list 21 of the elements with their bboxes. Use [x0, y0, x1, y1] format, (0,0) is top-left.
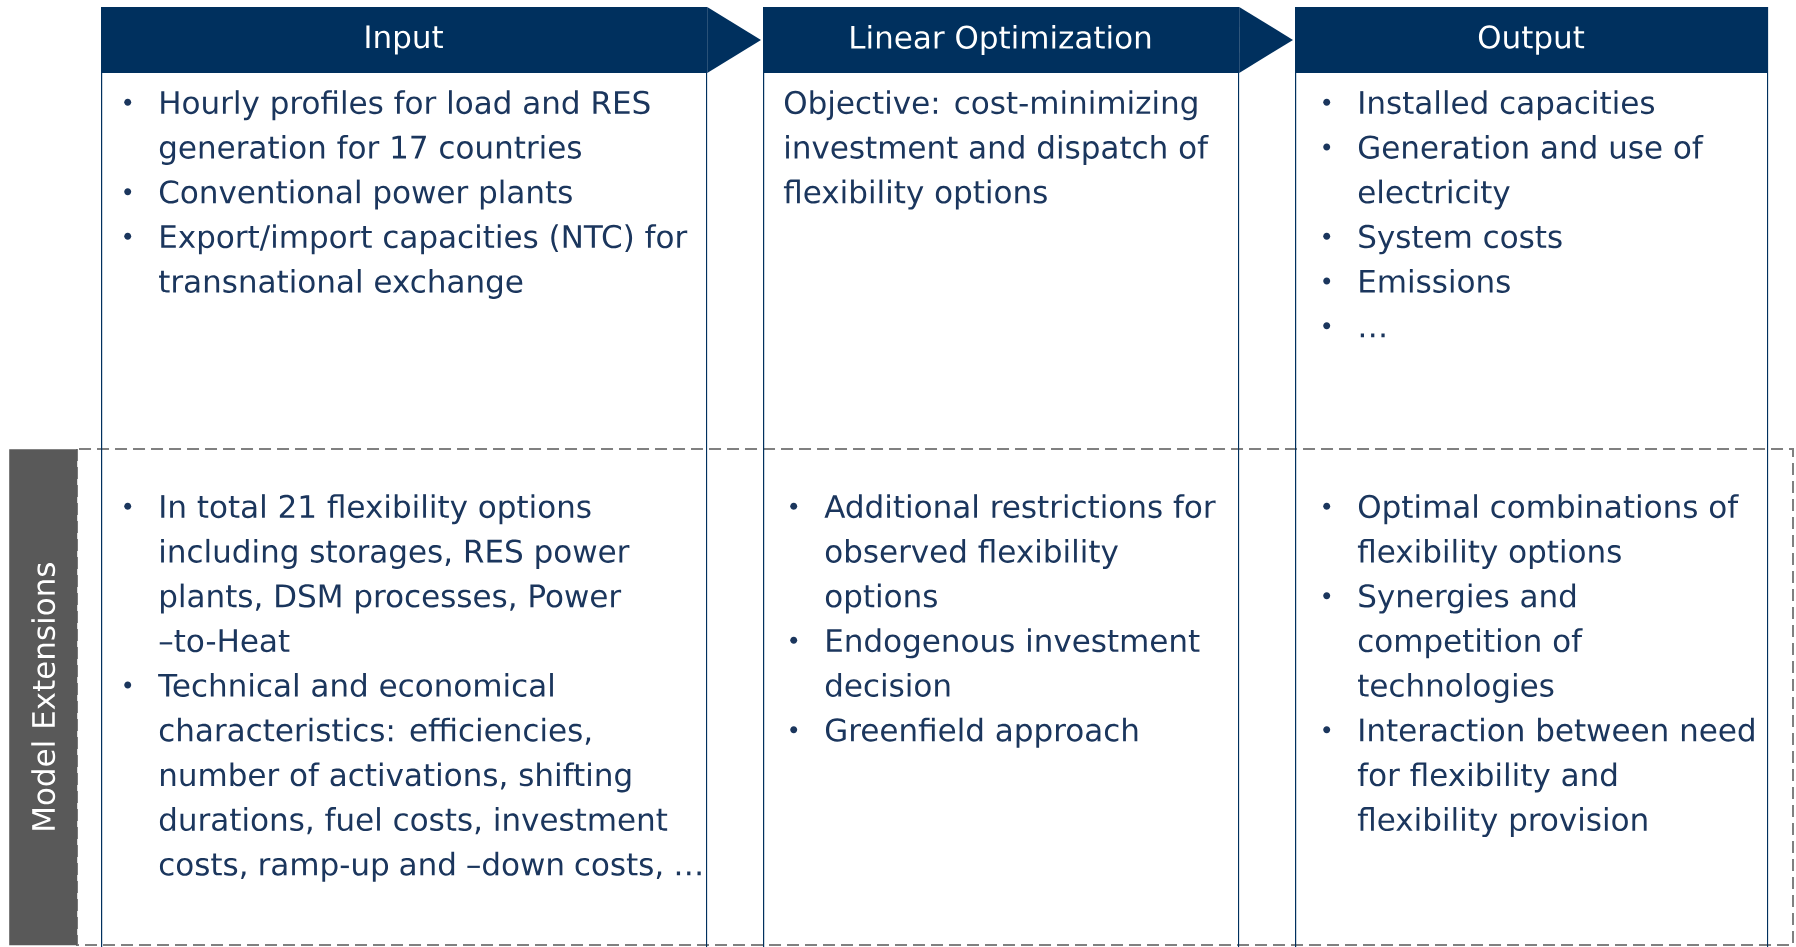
body-text: Objective: cost-minimizing investment and dispatch of flexibility options: [783, 90, 1209, 210]
bullet-item: Greenfield approach: [790, 717, 1138, 748]
bullet-item: System costs: [1323, 224, 1562, 255]
bullet-item: Synergies and competition of technologies: [1323, 583, 1583, 703]
chevron-arrow: [1239, 7, 1293, 73]
bullet-item: Installed capacities: [1323, 90, 1654, 121]
bullet-item: Interaction between need for flexibility and flexibility provision: [1323, 717, 1754, 838]
bullet-item: Technical and economical characteristics: efficiencies, number of activations, shifting durations, fuel costs, investment costs, ramp-up and –down costs, …: [124, 673, 701, 882]
bullet-item: Conventional power plants: [124, 179, 572, 210]
bullet-item: Generation and use of electricity: [1323, 134, 1704, 210]
bullet-item: In total 21 flexibility options including storages, RES power plants, DSM processes, Power –to-Heat: [124, 494, 630, 653]
bullet-item: Hourly profiles for load and RES generation for 17 countries: [124, 90, 650, 165]
bullet-item: Additional restrictions for observed flexibility options: [790, 494, 1216, 614]
chevron-arrow: [707, 7, 761, 73]
bullet-item: Endogenous investment decision: [790, 628, 1200, 697]
bullet-item: Optimal combinations of flexibility options: [1323, 494, 1739, 569]
bullet-item: …: [1323, 322, 1385, 338]
bullet-item: Emissions: [1323, 269, 1510, 293]
column-header: Output: [1295, 7, 1767, 73]
bullet-item: Export/import capacities (NTC) for transnational exchange: [124, 224, 688, 299]
node-label: Model Extensions: [31, 563, 56, 830]
